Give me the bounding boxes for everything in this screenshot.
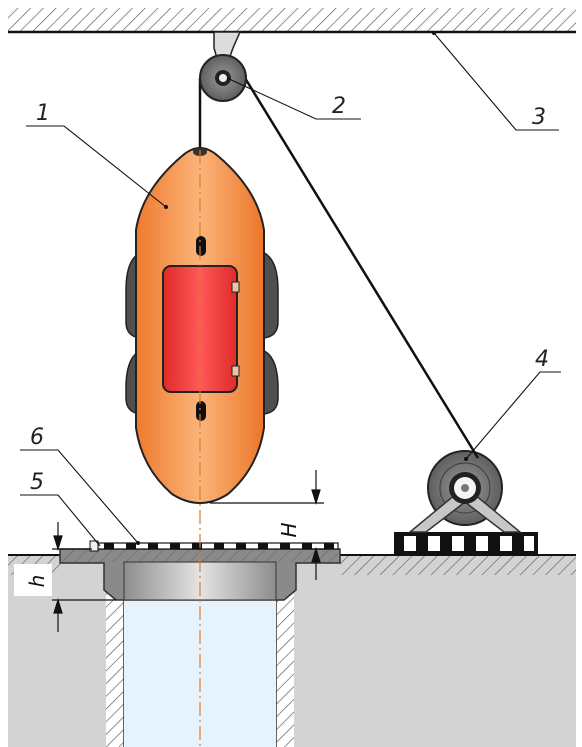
hatch-cover	[89, 540, 339, 552]
callout-3: 3	[532, 105, 546, 130]
callout-6: 6	[30, 425, 44, 450]
ceiling	[8, 8, 576, 34]
suspended-capsule	[125, 147, 279, 504]
leader-lines	[20, 32, 561, 547]
winch	[394, 450, 538, 555]
callout-4: 4	[535, 347, 549, 372]
pulley	[199, 31, 247, 102]
leader-dots	[136, 31, 468, 545]
dimension-H-label: H	[277, 522, 301, 537]
callout-2: 2	[332, 94, 346, 119]
callout-1: 1	[36, 101, 50, 126]
dimension-h	[52, 522, 116, 632]
dimension-h-label: h	[25, 575, 49, 588]
callout-5: 5	[30, 470, 44, 495]
hatch-frame	[59, 548, 341, 601]
dimension-H	[210, 470, 326, 580]
cable	[198, 77, 480, 459]
